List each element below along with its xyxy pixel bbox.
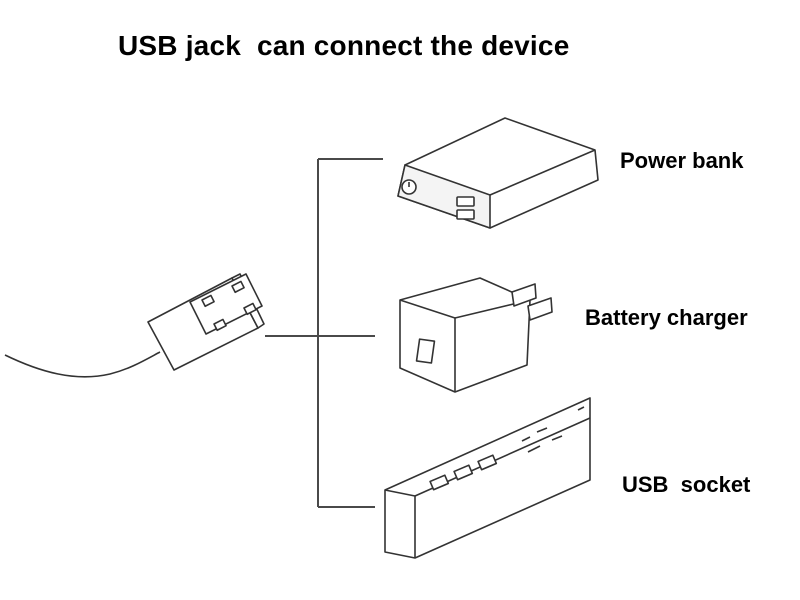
charger-body: [399, 277, 531, 393]
label-power-bank: Power bank: [620, 148, 744, 173]
power-strip-icon: [384, 397, 591, 559]
power-bank-icon: [397, 117, 599, 229]
power-bank-usb-port-2: [456, 209, 475, 220]
strip-usb-port-2: [453, 464, 474, 481]
power-bank-usb-port-1: [456, 196, 475, 207]
diagram-title: USB jack can connect the device: [118, 30, 570, 61]
wall-charger-icon: [399, 277, 553, 393]
usb-plug-hole: [243, 302, 257, 316]
label-usb-socket: USB socket: [622, 472, 751, 497]
strip-body: [384, 397, 591, 559]
strip-usb-port-3: [477, 454, 498, 471]
strip-outlet-slots: [521, 427, 563, 453]
label-battery-charger: Battery charger: [585, 305, 748, 330]
charger-prong-1: [511, 283, 537, 307]
power-bank-edge: [489, 149, 596, 196]
usb-cable: [4, 351, 161, 378]
strip-usb-port-1: [429, 474, 450, 491]
usb-plug-hole: [201, 294, 215, 308]
connector-lines: [265, 158, 383, 508]
strip-outlet-slot: [577, 406, 585, 411]
usb-plug-icon: [4, 273, 265, 378]
usb-plug-hole: [213, 318, 227, 332]
charger-usb-port: [415, 338, 436, 364]
usb-plug-metal: [189, 273, 263, 335]
usb-plug-hole: [231, 280, 245, 294]
charger-prong-2: [527, 297, 553, 321]
